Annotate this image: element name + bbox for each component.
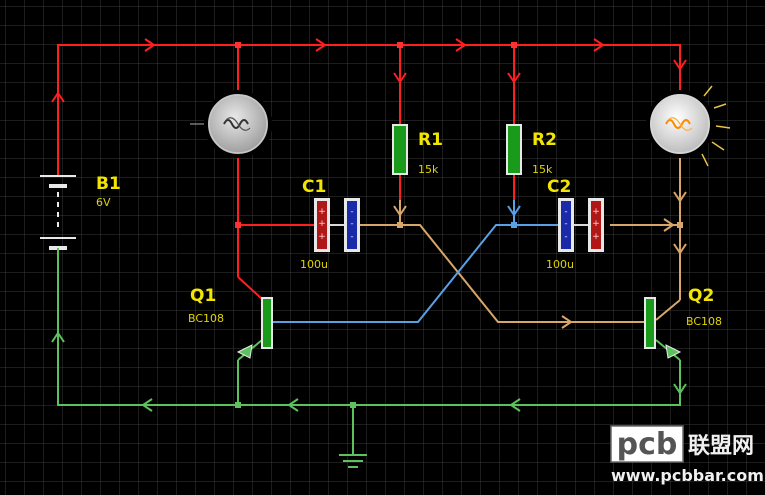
transistor-q1[interactable] [236,297,273,359]
cross-wire-blue [272,200,553,323]
capacitor-c1-minus-1: - [350,207,353,217]
capacitor-c1-plus-3: + [318,232,326,242]
capacitor-c1-value: 100u [300,258,328,271]
resistor-r1-value: 15k [418,163,439,176]
resistor-r2-value: 15k [532,163,553,176]
watermark-url: www.pcbbar.com [611,466,764,485]
cross-wire-tan [368,150,687,329]
capacitor-c2-value: 100u [546,258,574,271]
capacitor-c2-minus-2: - [564,219,567,229]
watermark-brand: pcb [617,427,678,462]
capacitor-c1-plus-1: + [318,207,326,217]
capacitor-c2-plus-3: + [592,232,600,242]
capacitor-c1-minus-2: - [350,219,353,229]
capacitor-c2-plus-2: + [592,219,600,229]
positive-rail-nodes [235,42,517,228]
battery-b1-name: B1 [96,174,121,194]
transistor-q2-value: BC108 [686,315,722,328]
capacitor-c1-minus-3: - [350,232,353,242]
battery-b1-value: 6V [96,196,111,209]
capacitor-c2-minus-3: - [564,232,567,242]
ground-rail [57,250,681,468]
capacitor-c1[interactable] [310,198,368,252]
lamp-2-glow-rays [701,85,731,167]
watermark: pcb 联盟网 www.pcbbar.com [610,425,764,485]
resistor-r2-name: R2 [532,130,557,150]
resistor-r2[interactable] [506,124,522,175]
battery-b1[interactable] [40,166,76,256]
resistor-r1[interactable] [392,124,408,175]
capacitor-c1-name: C1 [302,177,326,197]
capacitor-c2[interactable] [553,198,604,252]
watermark-brand-box [610,425,684,463]
positive-rail-arrows [51,38,687,103]
resistor-r1-name: R1 [418,130,443,150]
capacitor-c2-name: C2 [547,177,571,197]
transistor-q1-name: Q1 [190,286,216,306]
capacitor-c2-minus-1: - [564,207,567,217]
transistor-q2-name: Q2 [688,286,714,306]
ground-rail-arrows [51,331,687,412]
lamp-1[interactable] [190,90,272,158]
capacitor-c2-plus-1: + [592,207,600,217]
transistor-q2[interactable] [644,297,682,359]
watermark-name: 联盟网 [688,434,754,459]
capacitor-c1-plus-2: + [318,219,326,229]
transistor-q1-value: BC108 [188,312,224,325]
ground-rail-nodes [235,402,356,408]
lamp-2[interactable] [646,85,731,167]
